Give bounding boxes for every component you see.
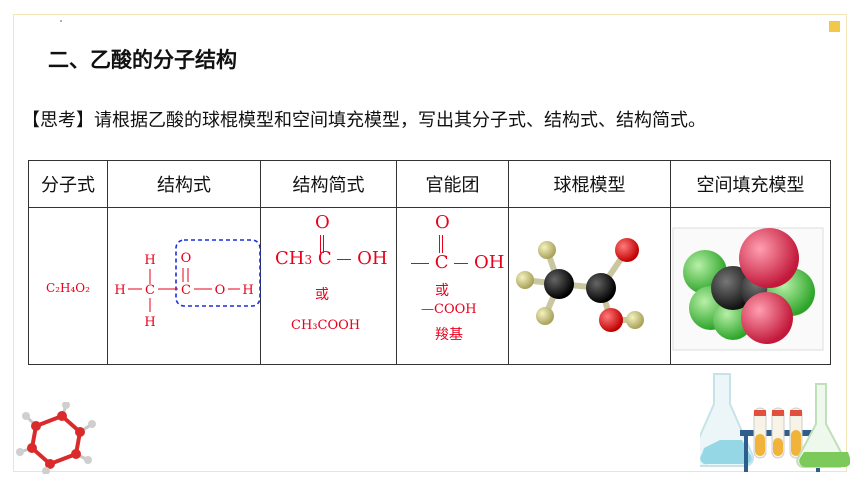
condensed-ch3: CH xyxy=(275,248,305,269)
molecular-formula: C₂H₄O₂ xyxy=(46,280,90,295)
slide-frame xyxy=(13,14,847,472)
corner-marker xyxy=(829,21,840,32)
struct-o-right: O xyxy=(215,283,226,298)
condensed-bond xyxy=(337,258,352,260)
header-functional-group: 官能团 xyxy=(396,160,509,208)
fg-formula-line: C OH xyxy=(411,252,504,273)
functional-group-block: O C OH 或 —COOH 羧基 xyxy=(397,208,509,364)
cell-functional-group: O C OH 或 —COOH 羧基 xyxy=(396,207,509,365)
condensed-c: C xyxy=(317,248,332,269)
sf-o-1 xyxy=(739,228,799,288)
struct-h-left: H xyxy=(114,283,125,298)
fg-name: 羧基 xyxy=(435,327,463,343)
cell-molecular-formula: C₂H₄O₂ xyxy=(28,207,108,365)
page-title: 二、乙酸的分子结构 xyxy=(48,48,237,72)
fg-left-bond xyxy=(411,262,429,264)
condensed-double-bond xyxy=(320,235,324,253)
table-header-row: 分子式 结构式 结构简式 官能团 球棍模型 空间填充模型 xyxy=(28,160,831,208)
struct-c1: C xyxy=(145,283,155,298)
header-space-filling-model: 空间填充模型 xyxy=(670,160,831,208)
condensed-alt-formula: CH₃COOH xyxy=(291,318,361,333)
fg-right-bond xyxy=(454,262,469,264)
fg-c: C xyxy=(434,252,449,273)
ball-h-2 xyxy=(516,271,534,289)
ball-o-1 xyxy=(615,238,639,262)
ball-h-3 xyxy=(536,307,554,325)
prompt-text: 【思考】请根据乙酸的球棍模型和空间填充模型，写出其分子式、结构式、结构简式。 xyxy=(22,110,706,131)
ball-o-2 xyxy=(599,308,623,332)
lab-glassware-icon xyxy=(700,373,850,472)
sf-o-2 xyxy=(741,292,793,344)
cell-space-filling-model xyxy=(670,207,831,365)
ball-c-1 xyxy=(544,269,574,299)
struct-c2: C xyxy=(181,283,191,298)
fg-alt-formula: —COOH xyxy=(421,302,477,317)
header-ball-stick-model: 球棍模型 xyxy=(508,160,671,208)
condensed-or: 或 xyxy=(315,287,329,303)
fg-double-bond xyxy=(439,235,443,253)
ball-c-2 xyxy=(586,273,616,303)
fg-o-top: O xyxy=(435,212,450,233)
header-structural-formula: 结构式 xyxy=(107,160,261,208)
condensed-oh: OH xyxy=(357,248,388,269)
condensed-sub3: 3 xyxy=(304,253,313,267)
condensed-formula-block: O CH3 C OH 或 CH₃COOH xyxy=(261,208,397,364)
ball-stick-model-image xyxy=(516,238,644,332)
decor-dot xyxy=(60,20,62,22)
header-condensed-formula: 结构简式 xyxy=(260,160,397,208)
cell-condensed-formula: O CH3 C OH 或 CH₃COOH xyxy=(260,207,397,365)
space-filling-model-image xyxy=(672,227,824,351)
struct-h-top: H xyxy=(144,253,155,268)
struct-o-top: O xyxy=(181,251,192,266)
condensed-formula-line: CH3 C OH xyxy=(275,248,388,269)
ball-h-1 xyxy=(538,241,556,259)
struct-h-bottom: H xyxy=(144,315,155,330)
fg-oh: OH xyxy=(473,252,505,273)
struct-h-right: H xyxy=(242,283,253,298)
cell-ball-stick-model xyxy=(508,207,671,365)
condensed-o-top: O xyxy=(315,212,330,233)
benzene-ring-icon xyxy=(16,402,96,474)
fg-or: 或 xyxy=(435,283,449,299)
ball-h-4 xyxy=(626,311,644,329)
header-molecular-formula: 分子式 xyxy=(28,160,108,208)
